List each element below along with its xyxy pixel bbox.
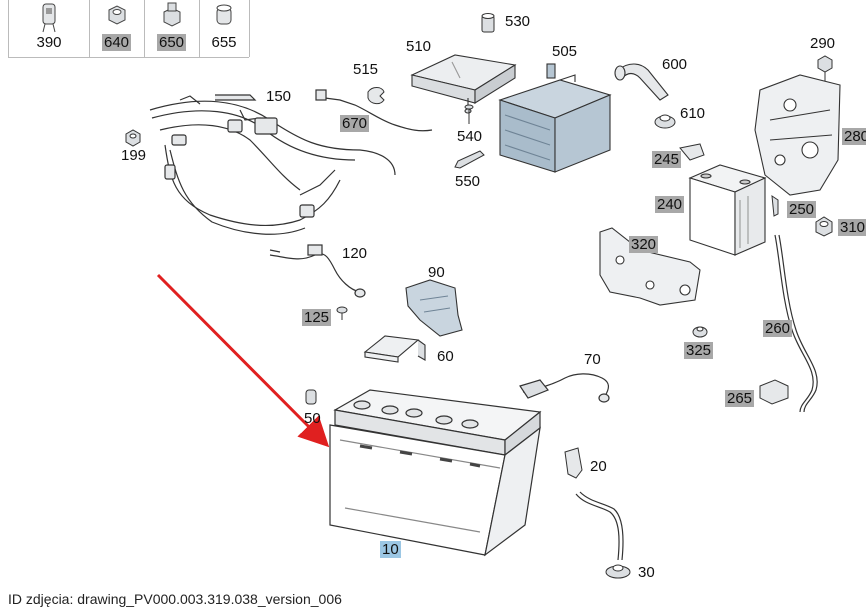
callout-600[interactable]: 600	[662, 56, 688, 73]
control-unit-510	[410, 54, 517, 114]
cable-670	[315, 89, 433, 132]
callout-670[interactable]: 670	[340, 115, 370, 132]
callout-125[interactable]: 125	[302, 309, 332, 326]
wrench-clip-515	[367, 87, 385, 105]
battery-module-505	[498, 63, 612, 173]
callout-199[interactable]: 199	[121, 147, 147, 164]
vent-plug-50	[305, 389, 317, 405]
vent-tube	[575, 491, 624, 561]
fuse-box-90	[405, 279, 463, 337]
wiring-harness-150	[149, 94, 396, 235]
legend-cell-655[interactable]: 655	[199, 0, 250, 57]
legend-num: 390	[36, 34, 62, 51]
grommet-30	[605, 564, 631, 579]
parts-legend: 390 640 650 655	[8, 0, 250, 58]
legend-cell-640[interactable]: 640	[89, 0, 145, 57]
bushing-325	[692, 326, 708, 338]
main-battery-10	[329, 389, 542, 557]
battery-cable-70	[519, 373, 610, 403]
hose-600	[614, 63, 669, 101]
callout-510[interactable]: 510	[406, 38, 432, 55]
callout-290[interactable]: 290	[810, 35, 836, 52]
pointer-arrow	[156, 273, 330, 448]
screw-540	[464, 104, 474, 124]
cover-plate-60	[363, 335, 426, 363]
callout-250[interactable]: 250	[787, 201, 817, 218]
cable-120	[269, 244, 366, 298]
clip-245	[679, 143, 705, 161]
callout-30[interactable]: 30	[638, 564, 655, 581]
nut-icon	[108, 5, 126, 25]
callout-240[interactable]: 240	[655, 196, 685, 213]
nut-199	[125, 129, 141, 147]
callout-540[interactable]: 540	[457, 128, 483, 145]
callout-70[interactable]: 70	[584, 351, 601, 368]
bracket-280	[754, 74, 841, 196]
callout-505[interactable]: 505	[552, 43, 578, 60]
screw-125	[336, 306, 348, 320]
bolt-290	[817, 55, 833, 82]
callout-610[interactable]: 610	[680, 105, 706, 122]
callout-245[interactable]: 245	[652, 151, 682, 168]
legend-num: 655	[211, 34, 237, 51]
callout-550[interactable]: 550	[455, 173, 481, 190]
legend-num: 640	[101, 34, 132, 51]
callout-530[interactable]: 530	[505, 13, 531, 30]
plug-250	[771, 194, 779, 217]
sleeve-icon	[216, 4, 232, 25]
callout-325[interactable]: 325	[684, 342, 714, 359]
image-id-caption: ID zdjęcia: drawing_PV000.003.319.038_ve…	[8, 591, 342, 607]
callout-20[interactable]: 20	[590, 458, 607, 475]
callout-10[interactable]: 10	[380, 541, 401, 558]
aux-battery-240	[688, 164, 767, 256]
legend-cell-390[interactable]: 390	[9, 0, 90, 57]
callout-280[interactable]: 280	[842, 128, 866, 145]
vent-elbow-20	[564, 447, 583, 479]
bolt-550	[454, 150, 485, 169]
vent-hose-260	[774, 234, 818, 413]
callout-260[interactable]: 260	[763, 320, 793, 337]
callout-60[interactable]: 60	[437, 348, 454, 365]
nut-icon	[163, 2, 181, 27]
fuse-clip-icon	[42, 3, 56, 33]
callout-90[interactable]: 90	[428, 264, 445, 281]
callout-50[interactable]: 50	[304, 410, 321, 427]
callout-310[interactable]: 310	[838, 219, 866, 236]
callout-150[interactable]: 150	[266, 88, 292, 105]
legend-cell-650[interactable]: 650	[144, 0, 200, 57]
holder-265	[759, 379, 789, 405]
grommet-610	[654, 114, 676, 129]
legend-num: 650	[156, 34, 187, 51]
callout-320[interactable]: 320	[629, 236, 659, 253]
callout-515[interactable]: 515	[353, 61, 379, 78]
cap-530	[481, 13, 495, 33]
callout-265[interactable]: 265	[725, 390, 755, 407]
callout-120[interactable]: 120	[342, 245, 368, 262]
nut-310	[815, 216, 833, 237]
